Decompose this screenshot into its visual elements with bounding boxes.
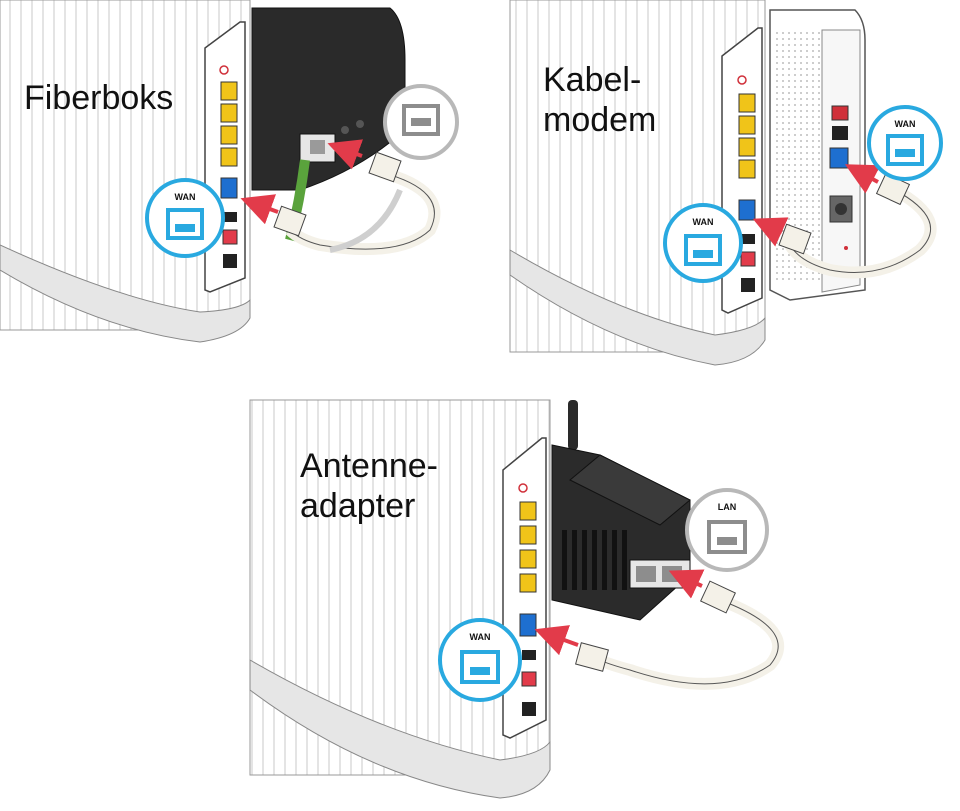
- power-button-icon: [518, 483, 528, 493]
- modem-wan-badge: [867, 105, 943, 181]
- title-kabelmodem: Kabel- modem: [543, 61, 657, 139]
- badge-label: WAN: [470, 632, 491, 642]
- antenna: [568, 400, 578, 450]
- lan-port: [738, 115, 756, 135]
- panel-fiberboks: [0, 0, 459, 343]
- lan-port: [519, 549, 537, 569]
- lan-port: [738, 159, 756, 179]
- wan-badge: [145, 178, 225, 258]
- lan-port: [220, 147, 238, 167]
- badge-label: WAN: [895, 119, 916, 129]
- wan-badge: [438, 618, 522, 702]
- arrow-icon: [668, 569, 705, 599]
- arrow-icon: [534, 625, 579, 656]
- arrow-icon: [752, 217, 789, 247]
- lan-port: [220, 81, 238, 101]
- badge-label: WAN: [693, 217, 714, 227]
- arrow-icon: [844, 164, 881, 194]
- wan-port: [220, 177, 238, 199]
- lan-badge: [685, 488, 769, 572]
- badge-label: WAN: [175, 192, 196, 202]
- lan-port: [519, 573, 537, 593]
- lan-port: [738, 93, 756, 113]
- lan-port: [220, 125, 238, 145]
- power-button-icon: [737, 75, 747, 85]
- lan-port: [519, 525, 537, 545]
- lan-port: [220, 103, 238, 123]
- lan-port: [738, 137, 756, 157]
- arrow-icon: [240, 194, 279, 225]
- wan-badge: [663, 203, 743, 283]
- lan-port: [519, 501, 537, 521]
- panel-antenneadapter: [249, 399, 785, 799]
- panel-kabelmodem: [509, 0, 943, 366]
- fiber-port-badge: [383, 84, 459, 160]
- title-antenneadapter: Antenne- adapter: [300, 447, 438, 525]
- arrow-icon: [327, 139, 364, 170]
- ethernet-port-icon: [460, 650, 500, 684]
- power-button-icon: [219, 65, 229, 75]
- wan-port: [738, 199, 756, 221]
- title-fiberboks: Fiberboks: [24, 79, 174, 117]
- wan-port: [519, 613, 537, 637]
- badge-label: LAN: [718, 502, 737, 512]
